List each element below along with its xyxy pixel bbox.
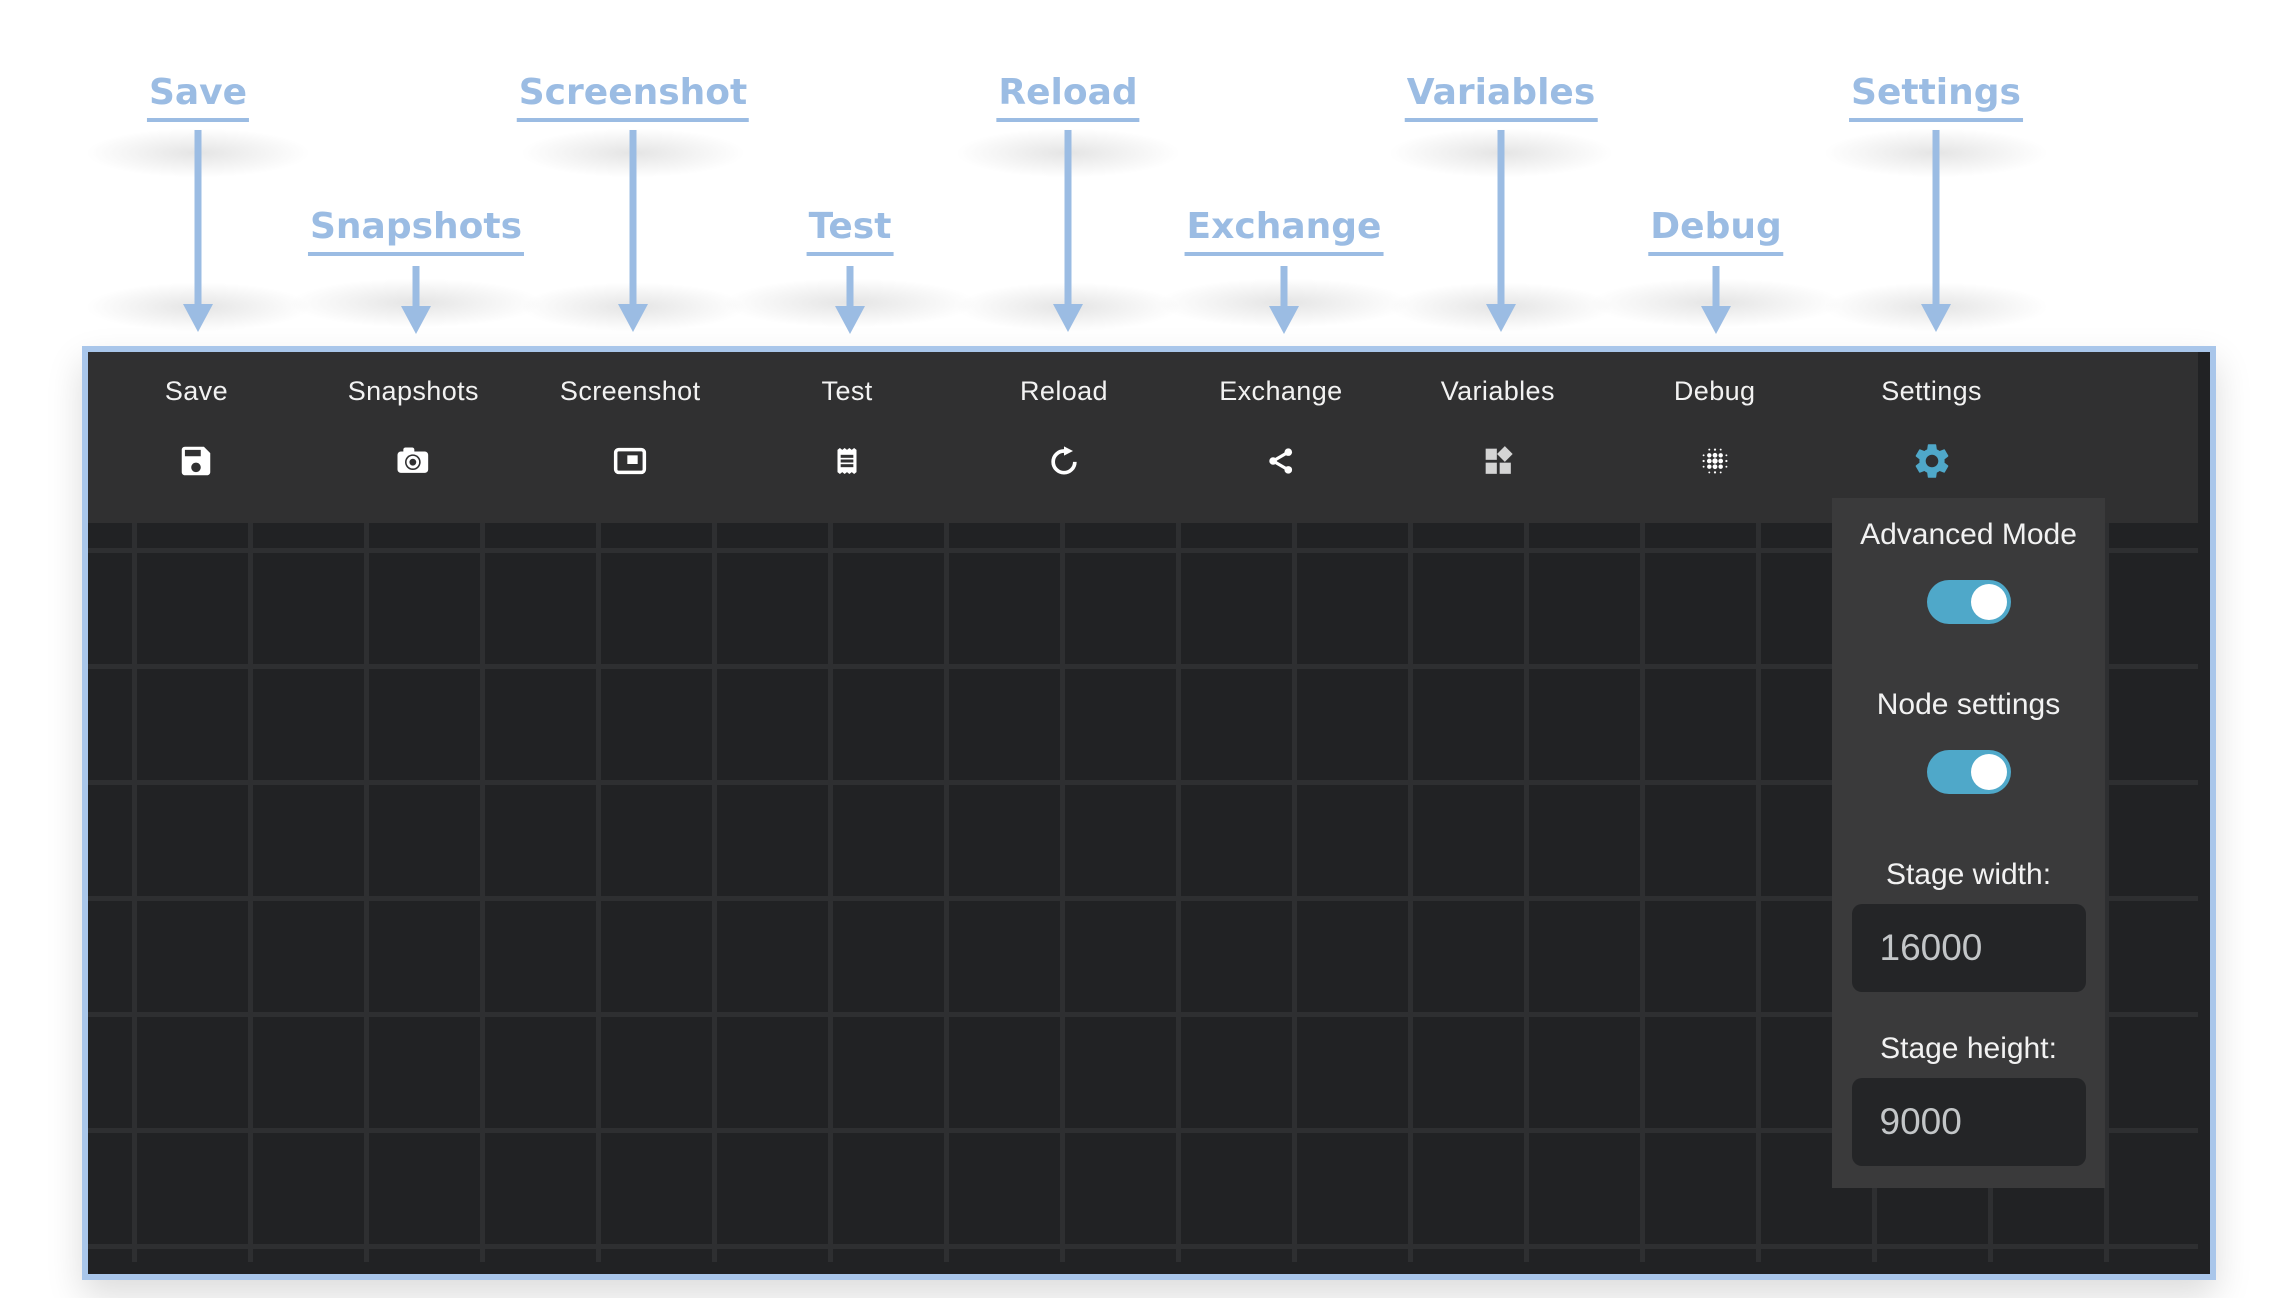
stage-width-label: Stage width: [1885,858,2052,891]
arrow-line [194,130,202,304]
callout-snapshots-label: Snapshots [307,206,525,256]
camera-icon [391,439,435,483]
reload-icon [1042,439,1086,483]
app-window: Save Snapshots [82,346,2216,1280]
arrow-line [1280,266,1288,306]
toggle-knob [1970,584,2007,620]
arrow-line [412,266,420,306]
test-button[interactable]: Test [739,352,956,523]
variables-button-label: Variables [1440,376,1555,406]
screenshot-button[interactable]: Screenshot [522,352,739,523]
toolbar: Save Snapshots [88,352,2198,523]
arrow-down-icon [401,306,431,334]
node-settings-label: Node settings [1876,688,2061,721]
test-button-label: Test [821,376,873,406]
arrow-line [1932,130,1940,304]
callout-settings-label: Settings [1849,72,2023,122]
callout-test-label: Test [806,206,894,256]
node-settings-toggle[interactable] [1926,750,2011,794]
callout-reload-label: Reload [996,72,1140,122]
debug-button[interactable]: Debug [1606,352,1823,523]
reload-button-label: Reload [1020,376,1108,406]
callout-variables-label: Variables [1404,72,1598,122]
arrow-line [1497,130,1505,304]
arrow-down-icon [835,306,865,334]
callout-screenshot-label: Screenshot [516,72,750,122]
snapshots-button-label: Snapshots [347,376,479,406]
arrow-line [1064,130,1072,304]
arrow-down-icon [1486,304,1516,332]
app-window-inner: Save Snapshots [88,352,2198,1262]
gear-icon [1910,439,1954,483]
settings-panel: Advanced Mode Node settings Stage width:… [1832,498,2105,1188]
stage-height-label: Stage height: [1880,1032,2057,1065]
arrow-down-icon [1269,306,1299,334]
save-icon [174,439,218,483]
share-icon [1259,439,1303,483]
save-button[interactable]: Save [88,352,305,523]
snapshots-button[interactable]: Snapshots [305,352,522,523]
stage-height-input[interactable] [1851,1078,2086,1166]
arrow-down-icon [1053,304,1083,332]
widgets-icon [1476,439,1520,483]
receipt-icon [825,439,869,483]
arrow-down-icon [1921,304,1951,332]
callout-save-label: Save [146,72,250,122]
toggle-knob [1970,754,2007,790]
arrow-down-icon [618,304,648,332]
stage-width-input[interactable] [1851,904,2086,992]
callout-exchange-label: Exchange [1184,206,1384,256]
settings-button[interactable]: Settings [1823,352,2040,523]
screenshot-button-label: Screenshot [559,376,701,406]
reload-button[interactable]: Reload [956,352,1173,523]
dots-grid-icon [1693,439,1737,483]
arrow-line [629,130,637,304]
arrow-line [846,266,854,306]
exchange-button[interactable]: Exchange [1172,352,1389,523]
settings-button-label: Settings [1881,376,1982,406]
exchange-button-label: Exchange [1219,376,1343,406]
arrow-line [1712,266,1720,306]
arrow-down-icon [1701,306,1731,334]
save-button-label: Save [164,376,229,406]
variables-button[interactable]: Variables [1389,352,1606,523]
callout-debug-label: Debug [1648,206,1784,256]
debug-button-label: Debug [1673,376,1756,406]
screenshot-icon [608,439,652,483]
advanced-mode-label: Advanced Mode [1860,518,2077,551]
advanced-mode-toggle[interactable] [1926,580,2011,624]
arrow-down-icon [183,304,213,332]
